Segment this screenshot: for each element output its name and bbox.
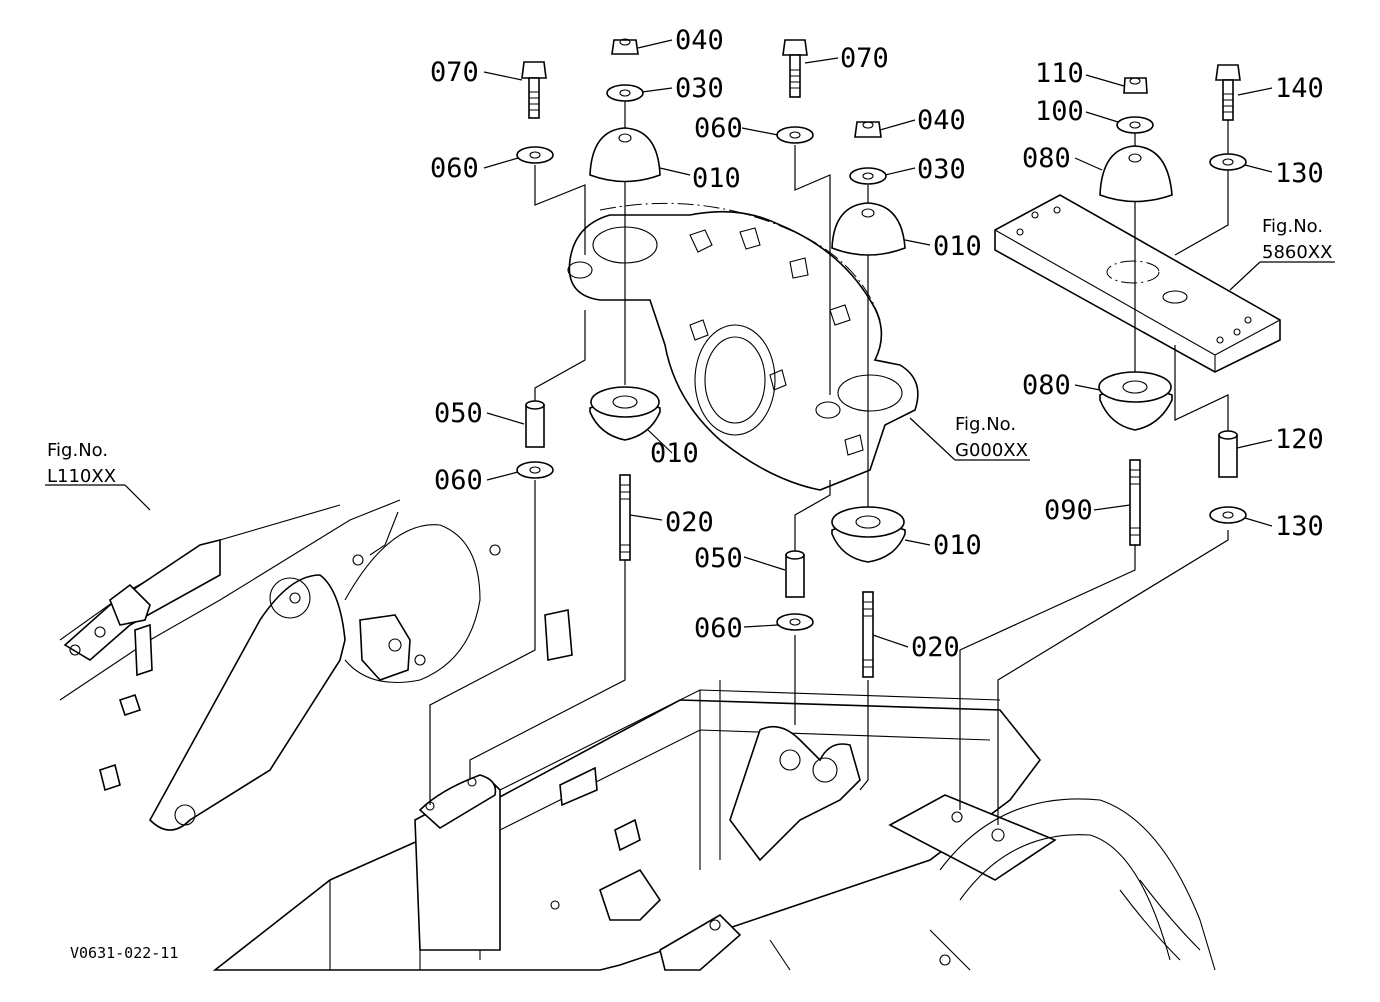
part-label: 050	[434, 398, 483, 429]
part-label: 030	[675, 73, 724, 104]
part-label: 130	[1275, 158, 1324, 189]
part-label: 030	[917, 154, 966, 185]
spacers-050-120	[525, 400, 1238, 598]
figure-ref-number: L110XX	[47, 466, 116, 487]
part-label: 020	[665, 507, 714, 538]
bolt-140	[1215, 64, 1241, 121]
part-label: 130	[1275, 511, 1324, 542]
part-label: 060	[434, 465, 483, 496]
part-label: 070	[840, 43, 889, 74]
nut-040-left	[611, 38, 639, 55]
part-label: 010	[933, 530, 982, 561]
left-linkage-assembly	[59, 499, 573, 831]
part-label: 040	[675, 25, 724, 56]
bolt-070-center	[782, 39, 808, 98]
label-leaders	[45, 39, 1335, 648]
main-frame	[212, 680, 1216, 971]
figure-ref-label: Fig.No.	[47, 440, 108, 461]
part-label: 010	[650, 438, 699, 469]
part-label: 070	[430, 57, 479, 88]
part-label: 010	[933, 231, 982, 262]
part-label: 080	[1022, 143, 1071, 174]
part-label: 050	[694, 543, 743, 574]
diagram-code: V0631-022-11	[70, 944, 178, 962]
part-label: 060	[694, 613, 743, 644]
part-label: 010	[692, 163, 741, 194]
washers	[516, 84, 1247, 631]
support-plate	[994, 194, 1281, 373]
part-label: 060	[694, 113, 743, 144]
part-label: 090	[1044, 495, 1093, 526]
bolt-070-left	[521, 61, 547, 119]
part-label: 040	[917, 105, 966, 136]
part-label: 120	[1275, 424, 1324, 455]
domes-010-080	[589, 127, 1173, 256]
engine-mount-bracket	[567, 202, 919, 491]
nut-110	[1123, 77, 1148, 94]
figure-references: Fig.No. 5860XX Fig.No. G000XX Fig.No. L1…	[47, 216, 1332, 487]
nut-040-center	[854, 121, 882, 138]
cup-mounts-010-080	[589, 371, 1173, 563]
part-labels: 070 040 030 060 010 070 060 040 030 010 …	[430, 25, 1324, 663]
part-label: 060	[430, 153, 479, 184]
studs-020-090	[619, 459, 1141, 678]
figure-ref-label: Fig.No.	[955, 414, 1016, 435]
part-label: 140	[1275, 73, 1324, 104]
part-label: 080	[1022, 370, 1071, 401]
figure-ref-number: G000XX	[955, 440, 1028, 461]
part-label: 110	[1035, 58, 1084, 89]
figure-ref-number: 5860XX	[1262, 242, 1332, 263]
part-label: 100	[1035, 96, 1084, 127]
part-label: 020	[911, 632, 960, 663]
figure-ref-label: Fig.No.	[1262, 216, 1323, 237]
